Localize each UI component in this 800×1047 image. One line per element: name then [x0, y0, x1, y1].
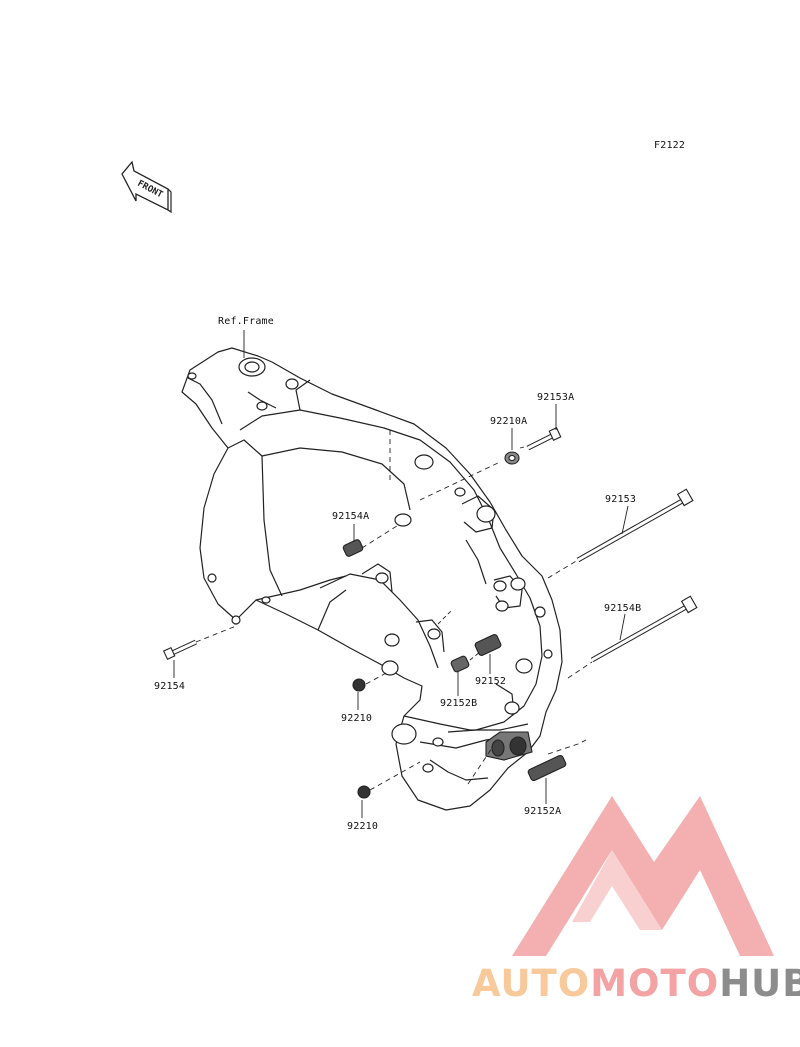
- part-92210-bottom: [357, 785, 371, 799]
- figure-code: F2122: [654, 140, 686, 151]
- part-label-92152B: 92152B: [440, 698, 478, 709]
- part-92153A: [526, 427, 562, 451]
- part-label-92210-left: 92210: [341, 713, 373, 724]
- part-label-92210A: 92210A: [490, 416, 528, 427]
- part-92152A: [527, 754, 567, 782]
- watermark-moto: MOTO: [590, 962, 720, 1005]
- automotohub-logo-mark: [512, 796, 774, 956]
- ref-frame-label: Ref.Frame: [218, 316, 274, 327]
- part-label-92153: 92153: [605, 494, 637, 505]
- part-92210A: [504, 451, 520, 465]
- leader-lines: [173, 330, 629, 818]
- part-label-92152A: 92152A: [524, 806, 562, 817]
- part-label-92154: 92154: [154, 681, 186, 692]
- watermark-auto: AUTO: [472, 962, 591, 1005]
- automotohub-watermark: AUTOMOTOHUB: [472, 962, 800, 1005]
- part-label-92153A: 92153A: [537, 392, 575, 403]
- part-label-92210-bottom: 92210: [347, 821, 379, 832]
- part-92152B: [450, 655, 470, 673]
- engine-mount-bushings: [485, 731, 533, 761]
- front-arrow-icon: FRONT: [121, 160, 172, 214]
- part-92154: [162, 639, 198, 660]
- part-92210-left: [352, 678, 366, 692]
- watermark-hub: HUB: [719, 962, 800, 1005]
- part-label-92154B: 92154B: [604, 603, 642, 614]
- part-label-92152: 92152: [475, 676, 507, 687]
- frame-holes: [187, 357, 553, 773]
- part-label-92154A: 92154A: [332, 511, 370, 522]
- part-92154A: [342, 539, 364, 557]
- part-92154B: [590, 595, 698, 663]
- part-92152: [474, 634, 502, 656]
- part-92153: [576, 488, 694, 563]
